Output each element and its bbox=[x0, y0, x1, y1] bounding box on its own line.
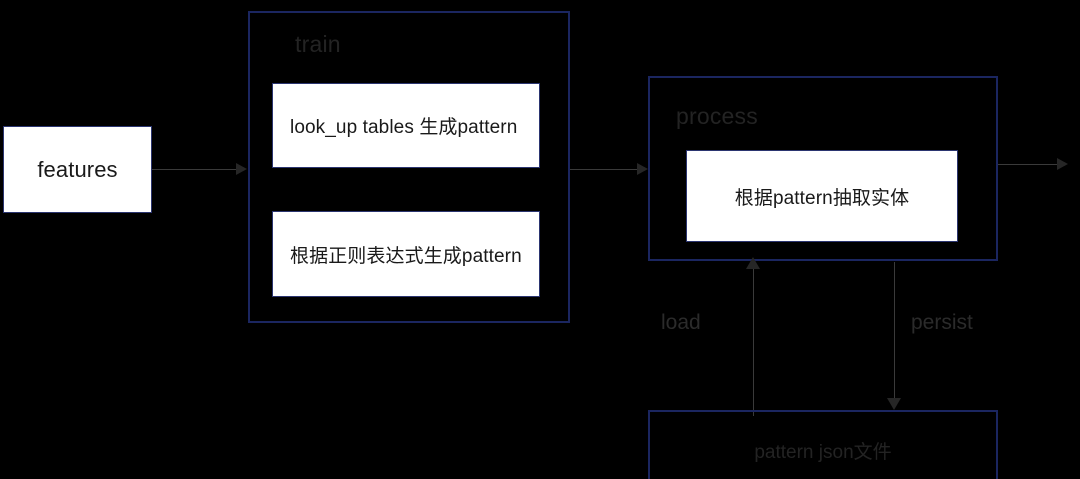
node-process-step-1-label: 根据pattern抽取实体 bbox=[734, 187, 910, 209]
group-process-label: process bbox=[676, 103, 758, 129]
edge-load-arrowhead bbox=[746, 257, 760, 269]
node-train-step-1-label: look_up tables 生成pattern bbox=[290, 117, 518, 138]
group-train[interactable] bbox=[248, 11, 570, 323]
edge-process-to-output-arrowhead bbox=[1057, 158, 1068, 170]
node-process-step-1[interactable]: 根据pattern抽取实体 bbox=[686, 150, 958, 242]
edge-persist-line bbox=[894, 262, 895, 399]
edge-load-line bbox=[753, 268, 754, 416]
node-train-step-2[interactable]: 根据正则表达式生成pattern bbox=[272, 211, 540, 297]
edge-process-to-output-line bbox=[998, 164, 1058, 165]
node-pattern-store[interactable]: pattern json文件 bbox=[648, 410, 998, 479]
edge-train-to-process-line bbox=[570, 169, 638, 170]
group-train-label: train bbox=[295, 31, 341, 57]
edge-persist-arrowhead bbox=[887, 398, 901, 410]
edge-features-to-train-arrowhead bbox=[236, 163, 247, 175]
edge-train-to-process-arrowhead bbox=[637, 163, 648, 175]
node-train-step-2-label: 根据正则表达式生成pattern bbox=[290, 245, 522, 267]
edge-persist-label: persist bbox=[911, 311, 973, 334]
group-process[interactable] bbox=[648, 76, 998, 261]
edge-load-label: load bbox=[661, 311, 701, 334]
node-pattern-store-label: pattern json文件 bbox=[754, 441, 892, 463]
edge-features-to-train-line bbox=[152, 169, 237, 170]
node-features[interactable]: features bbox=[3, 126, 152, 213]
node-train-step-1[interactable]: look_up tables 生成pattern bbox=[272, 83, 540, 168]
node-features-label: features bbox=[37, 156, 118, 182]
